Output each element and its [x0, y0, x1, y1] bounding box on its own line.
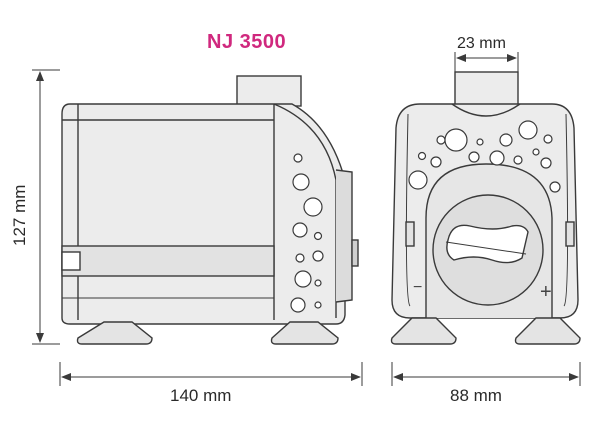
side-body-inner — [62, 104, 275, 320]
side-hole — [295, 253, 305, 263]
front-intake-holes — [408, 120, 561, 193]
flow-minus-symbol: − — [413, 279, 423, 296]
front-body-inner — [405, 113, 569, 307]
front-foot-right — [514, 317, 581, 345]
side-impeller-knob — [351, 239, 359, 267]
front-foot-left — [390, 317, 457, 345]
front-outlet-tube — [454, 71, 519, 107]
side-body — [61, 103, 346, 325]
length-label: 140 mm — [170, 386, 232, 405]
side-band-notch — [61, 251, 81, 271]
front-hole — [518, 120, 538, 140]
side-hole — [313, 231, 323, 241]
front-hole — [417, 151, 427, 161]
dimension-lines — [32, 52, 581, 386]
flow-adjuster-lever — [446, 224, 529, 264]
side-band — [61, 245, 275, 277]
flow-adjuster-line — [445, 241, 527, 255]
side-hole — [294, 270, 312, 288]
side-hole — [314, 301, 322, 309]
side-hole — [292, 222, 308, 238]
side-foot-right — [270, 321, 339, 345]
side-intake-holes — [290, 153, 324, 313]
front-outlet-collar — [451, 103, 521, 117]
side-hole — [290, 297, 306, 313]
front-hole — [540, 157, 552, 169]
side-impeller-housing — [335, 169, 353, 303]
side-hole — [314, 279, 322, 287]
front-hole — [436, 135, 446, 145]
front-hole — [444, 128, 468, 152]
front-hole — [499, 133, 513, 147]
front-hole — [549, 181, 561, 193]
front-tab-left — [405, 221, 415, 247]
width-label: 88 mm — [450, 386, 502, 405]
side-hole — [303, 197, 323, 217]
front-view — [390, 71, 581, 345]
side-outlet-tube — [236, 75, 302, 107]
side-foot-left — [76, 321, 153, 345]
front-tab-right — [565, 221, 575, 247]
side-front-plate — [273, 103, 337, 318]
front-hole — [489, 150, 505, 166]
height-label: 127 mm — [10, 184, 29, 246]
side-hole — [312, 250, 324, 262]
side-hole — [292, 173, 310, 191]
side-hole — [293, 153, 303, 163]
front-hole — [543, 134, 553, 144]
front-hole — [476, 138, 484, 146]
front-hole — [468, 151, 480, 163]
outlet-diameter-label: 23 mm — [457, 35, 506, 52]
product-title: NJ 3500 — [207, 31, 287, 53]
flow-plus-symbol: + — [540, 281, 552, 303]
front-hole — [532, 148, 540, 156]
front-hole — [513, 155, 523, 165]
front-hole — [430, 156, 442, 168]
side-view — [61, 75, 359, 345]
front-hole — [408, 170, 428, 190]
